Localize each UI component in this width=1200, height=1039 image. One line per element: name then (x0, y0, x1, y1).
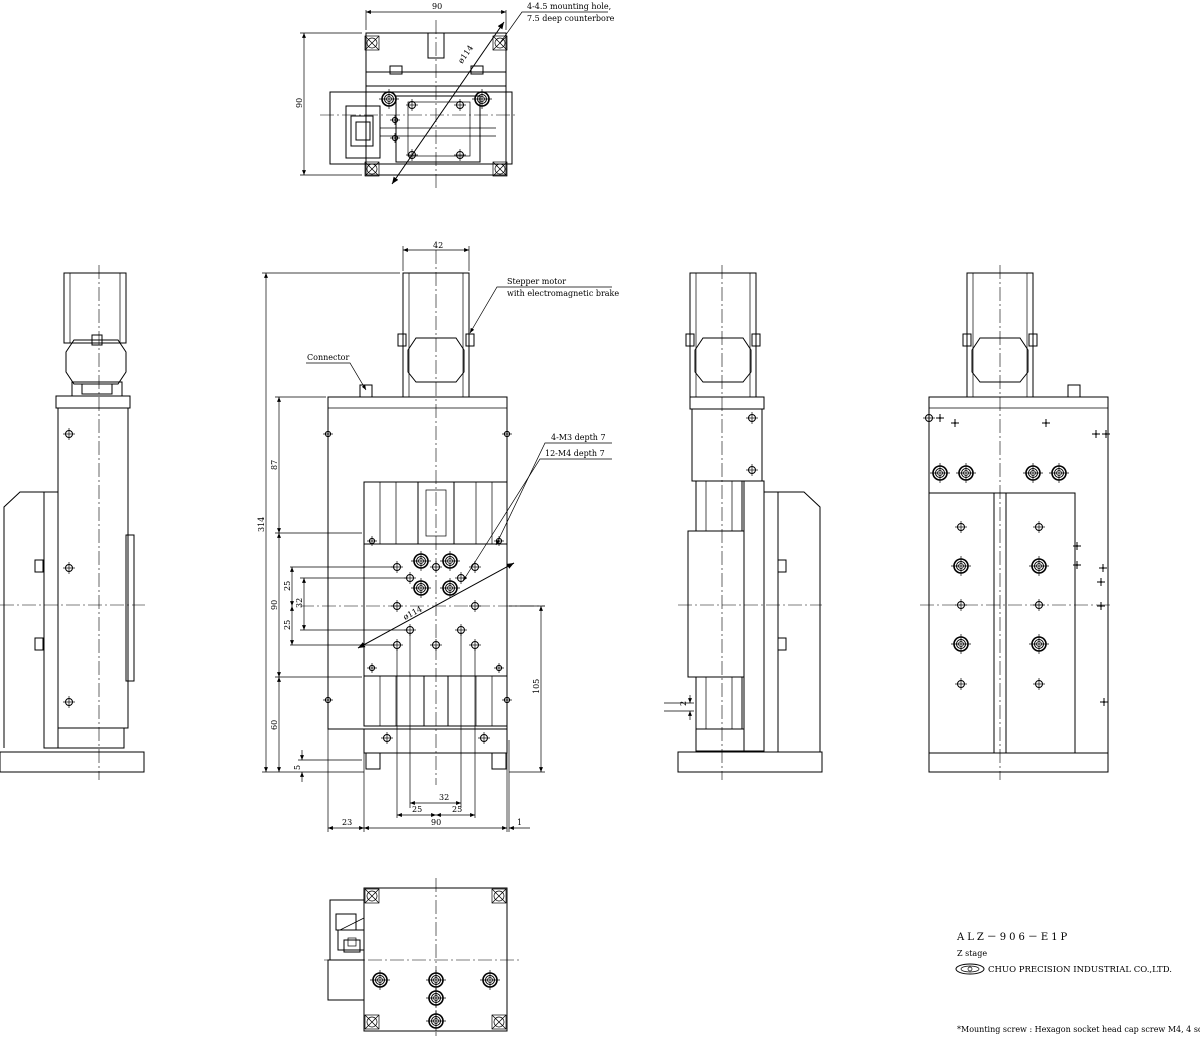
bottom-view (324, 878, 520, 1036)
callout-stepper-motor: Stepper motor (507, 277, 566, 286)
dim-v32: 32 (295, 598, 304, 608)
model-number: ALZ－906－E1P (956, 932, 1070, 943)
rear-view (920, 265, 1111, 780)
dim-top-diameter: ø114 (456, 44, 475, 66)
callout-m3: 4-M3 depth 7 (551, 433, 606, 442)
dim-h60: 60 (270, 720, 279, 730)
dim-bottom-25-left: 25 (412, 805, 422, 814)
dim-front-diameter: ø114 (402, 604, 424, 621)
dim-w23: 23 (342, 818, 352, 827)
dim-motor-width: 42 (433, 241, 443, 250)
company-name: CHUO PRECISION INDUSTRIAL CO.,LTD. (988, 965, 1172, 975)
callout-connector: Connector (307, 353, 349, 362)
dim-w90: 90 (431, 818, 441, 827)
callout-m4: 12-M4 depth 7 (545, 449, 605, 458)
dim-v25-lower: 25 (283, 620, 292, 630)
dim-h87: 87 (270, 460, 279, 470)
callout-counterbore: 7.5 deep counterbore (527, 14, 615, 23)
dim-w1: 1 (517, 818, 522, 827)
model-type: Z stage (957, 949, 987, 958)
front-view (262, 246, 612, 832)
top-view (300, 10, 608, 190)
dim-h90: 90 (270, 600, 279, 610)
dim-h105: 105 (532, 679, 541, 694)
dim-h5: 5 (293, 765, 302, 770)
dim-top-width: 90 (432, 2, 442, 11)
dim-bottom-25-right: 25 (452, 805, 462, 814)
dim-side-2: 2 (679, 701, 688, 706)
left-side-view (0, 265, 145, 780)
company-logo-icon (955, 963, 985, 975)
dim-v25-upper: 25 (283, 581, 292, 591)
callout-mounting-hole: 4-4.5 mounting hole, (527, 2, 611, 11)
dim-total-height: 314 (257, 517, 266, 532)
dim-bottom-32: 32 (439, 793, 449, 802)
right-side-view (664, 265, 823, 780)
callout-brake: with electromagnetic brake (507, 289, 619, 298)
title-block: ALZ－906－E1P Z stage CHUO PRECISION INDUS… (955, 932, 1200, 1034)
dim-top-height: 90 (295, 98, 304, 108)
mounting-screw-note: *Mounting screw : Hexagon socket head ca… (957, 1025, 1200, 1034)
